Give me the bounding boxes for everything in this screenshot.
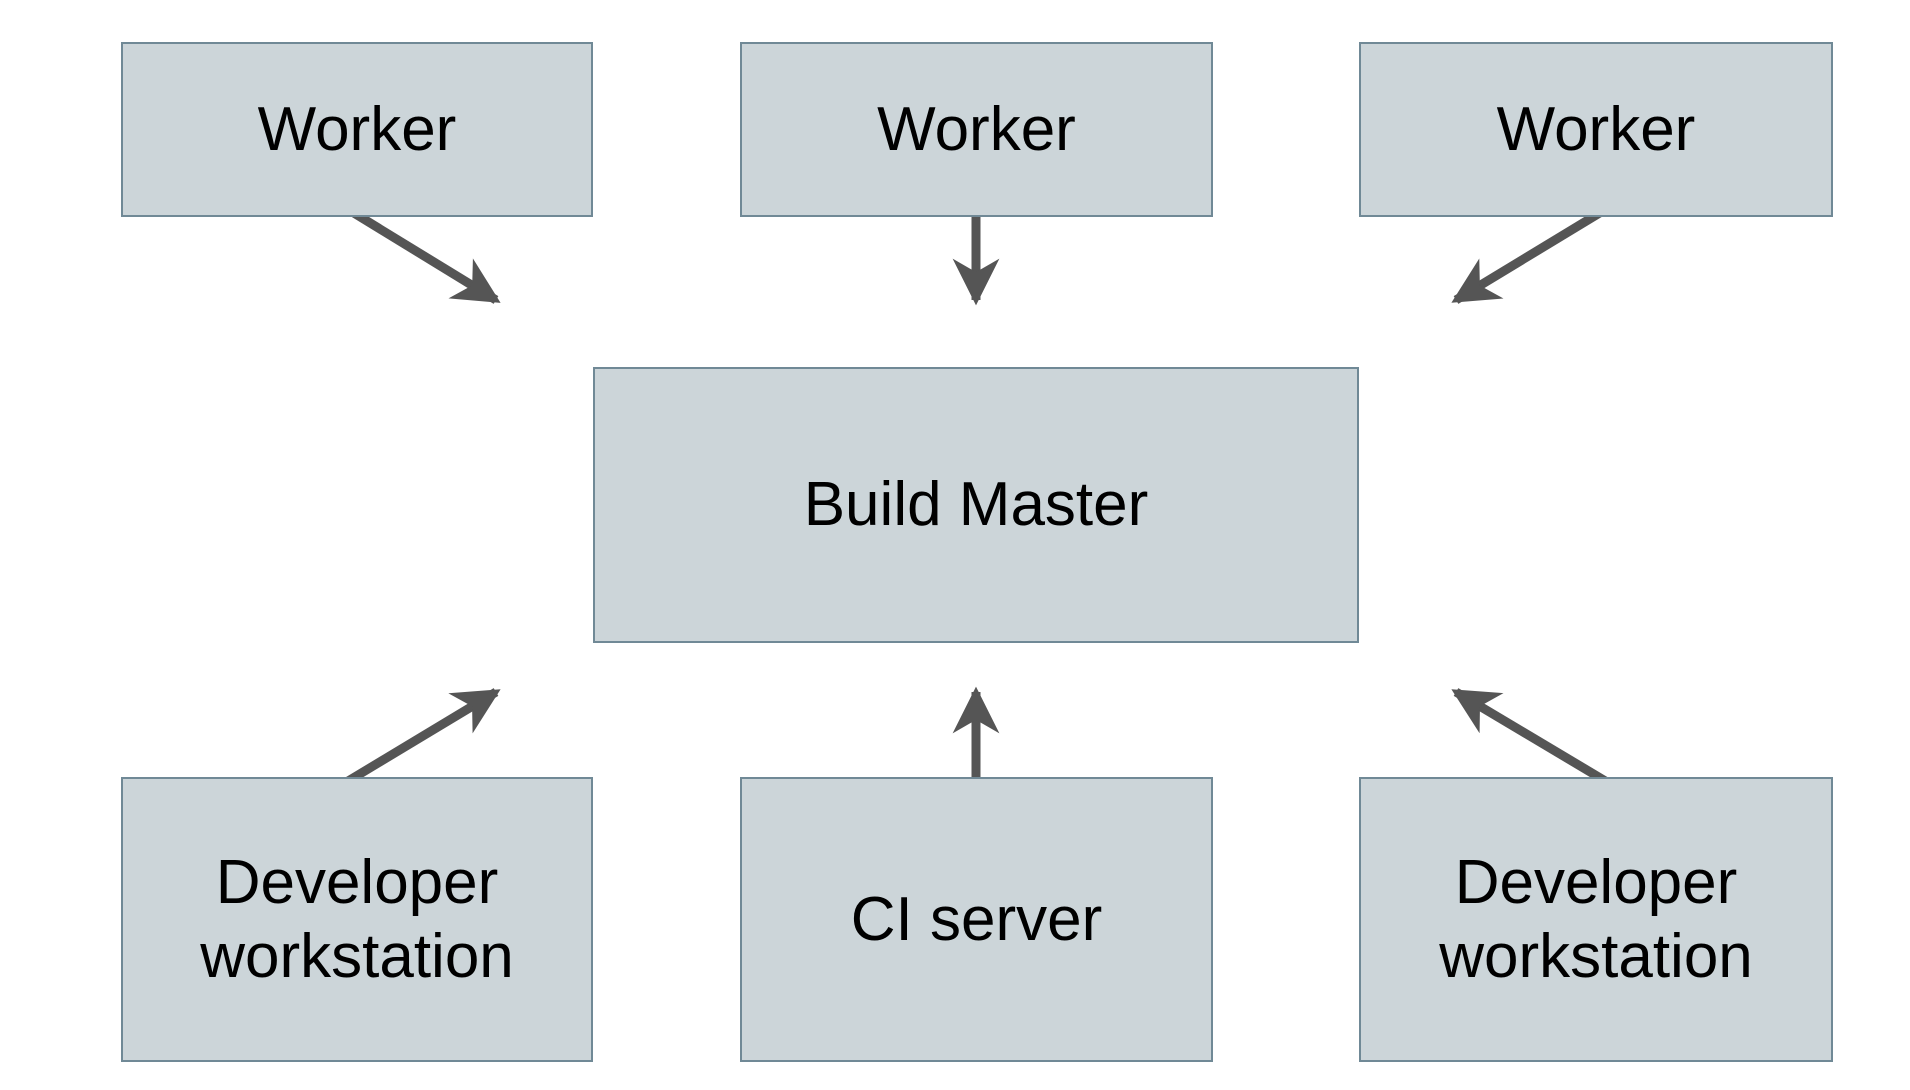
node-ci-server[interactable]: CI server bbox=[740, 777, 1213, 1062]
node-build-master[interactable]: Build Master bbox=[593, 367, 1359, 643]
node-developer-workstation-left[interactable]: Developer workstation bbox=[121, 777, 593, 1062]
node-developer-workstation-left-label: Developer workstation bbox=[200, 848, 514, 991]
node-worker-3[interactable]: Worker bbox=[1359, 42, 1833, 217]
node-worker-3-label: Worker bbox=[1496, 94, 1696, 164]
node-developer-workstation-right[interactable]: Developer workstation bbox=[1359, 777, 1833, 1062]
node-developer-workstation-right-label: Developer workstation bbox=[1439, 848, 1753, 991]
node-worker-1[interactable]: Worker bbox=[121, 42, 593, 217]
node-worker-2-label: Worker bbox=[877, 94, 1076, 164]
node-ci-server-label: CI server bbox=[850, 884, 1103, 954]
node-worker-1-label: Worker bbox=[257, 94, 457, 164]
node-worker-2[interactable]: Worker bbox=[740, 42, 1213, 217]
node-build-master-label: Build Master bbox=[803, 470, 1149, 540]
